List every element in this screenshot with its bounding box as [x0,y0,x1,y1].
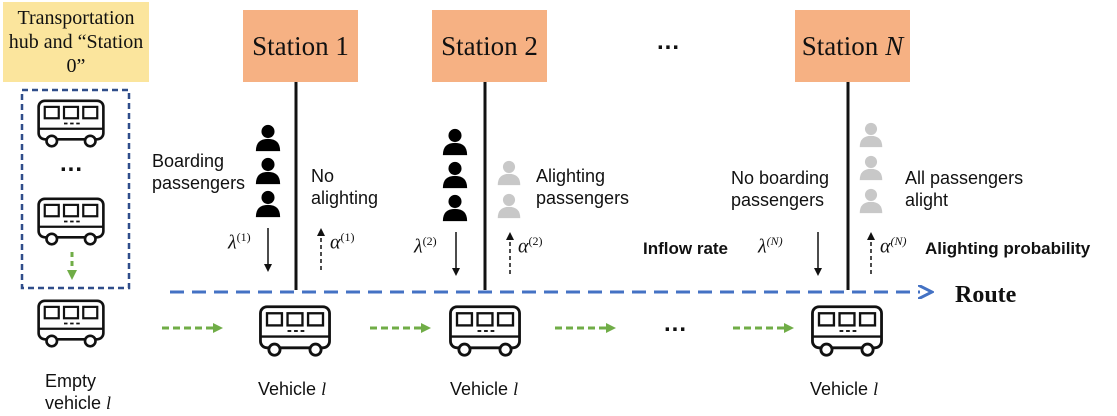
bus-icon [37,99,105,148]
station-2-index: 2 [524,30,538,61]
alpha-1: α(1) [330,230,355,254]
alpha-n: α(N) [880,234,907,258]
inflow-rate-label: Inflow rate [643,239,729,258]
alighting-probability-label: Alighting probability [925,239,1091,258]
empty-vehicle-label: Empty vehicle l [45,371,112,413]
station-2-name: Station [441,30,518,61]
station-2-box: Station 2 [432,10,547,82]
person-icon [442,161,468,189]
vehicle-label-n: Vehicle l [810,379,879,399]
vehicle-label-1: Vehicle l [258,379,327,399]
bus-icon [259,305,331,357]
person-icon [442,128,468,156]
station-1-box: Station 1 [243,10,358,82]
person-icon [255,157,281,185]
person-icon [859,122,883,148]
person-icon [497,160,521,186]
fleet-box [20,88,131,290]
lambda-n: λ(N) [758,234,783,258]
bus-icon [37,197,105,246]
person-icon [859,188,883,214]
station-1-name: Station [252,30,329,61]
alpha-2: α(2) [518,234,543,258]
lambda-1: λ(1) [228,230,251,254]
person-icon [255,190,281,218]
person-icon [859,155,883,181]
bus-icon [449,305,521,357]
person-icon [255,124,281,152]
hub-label: Transportation hub and “Station 0” [3,2,149,82]
station-n-index: N [885,30,904,61]
station-n-name: Station [801,30,879,61]
person-icon [442,194,468,222]
vehicle-ellipsis: ... [664,310,688,337]
fleet-ellipsis: ... [60,150,84,177]
bus-icon [811,305,883,357]
station-ellipsis: ... [657,28,681,55]
station-1-index: 1 [335,30,349,61]
route-label: Route [955,282,1017,308]
vehicle-label-2: Vehicle l [450,379,519,399]
person-icon [497,193,521,219]
bus-icon [37,299,105,348]
lambda-2: λ(2) [414,234,437,258]
